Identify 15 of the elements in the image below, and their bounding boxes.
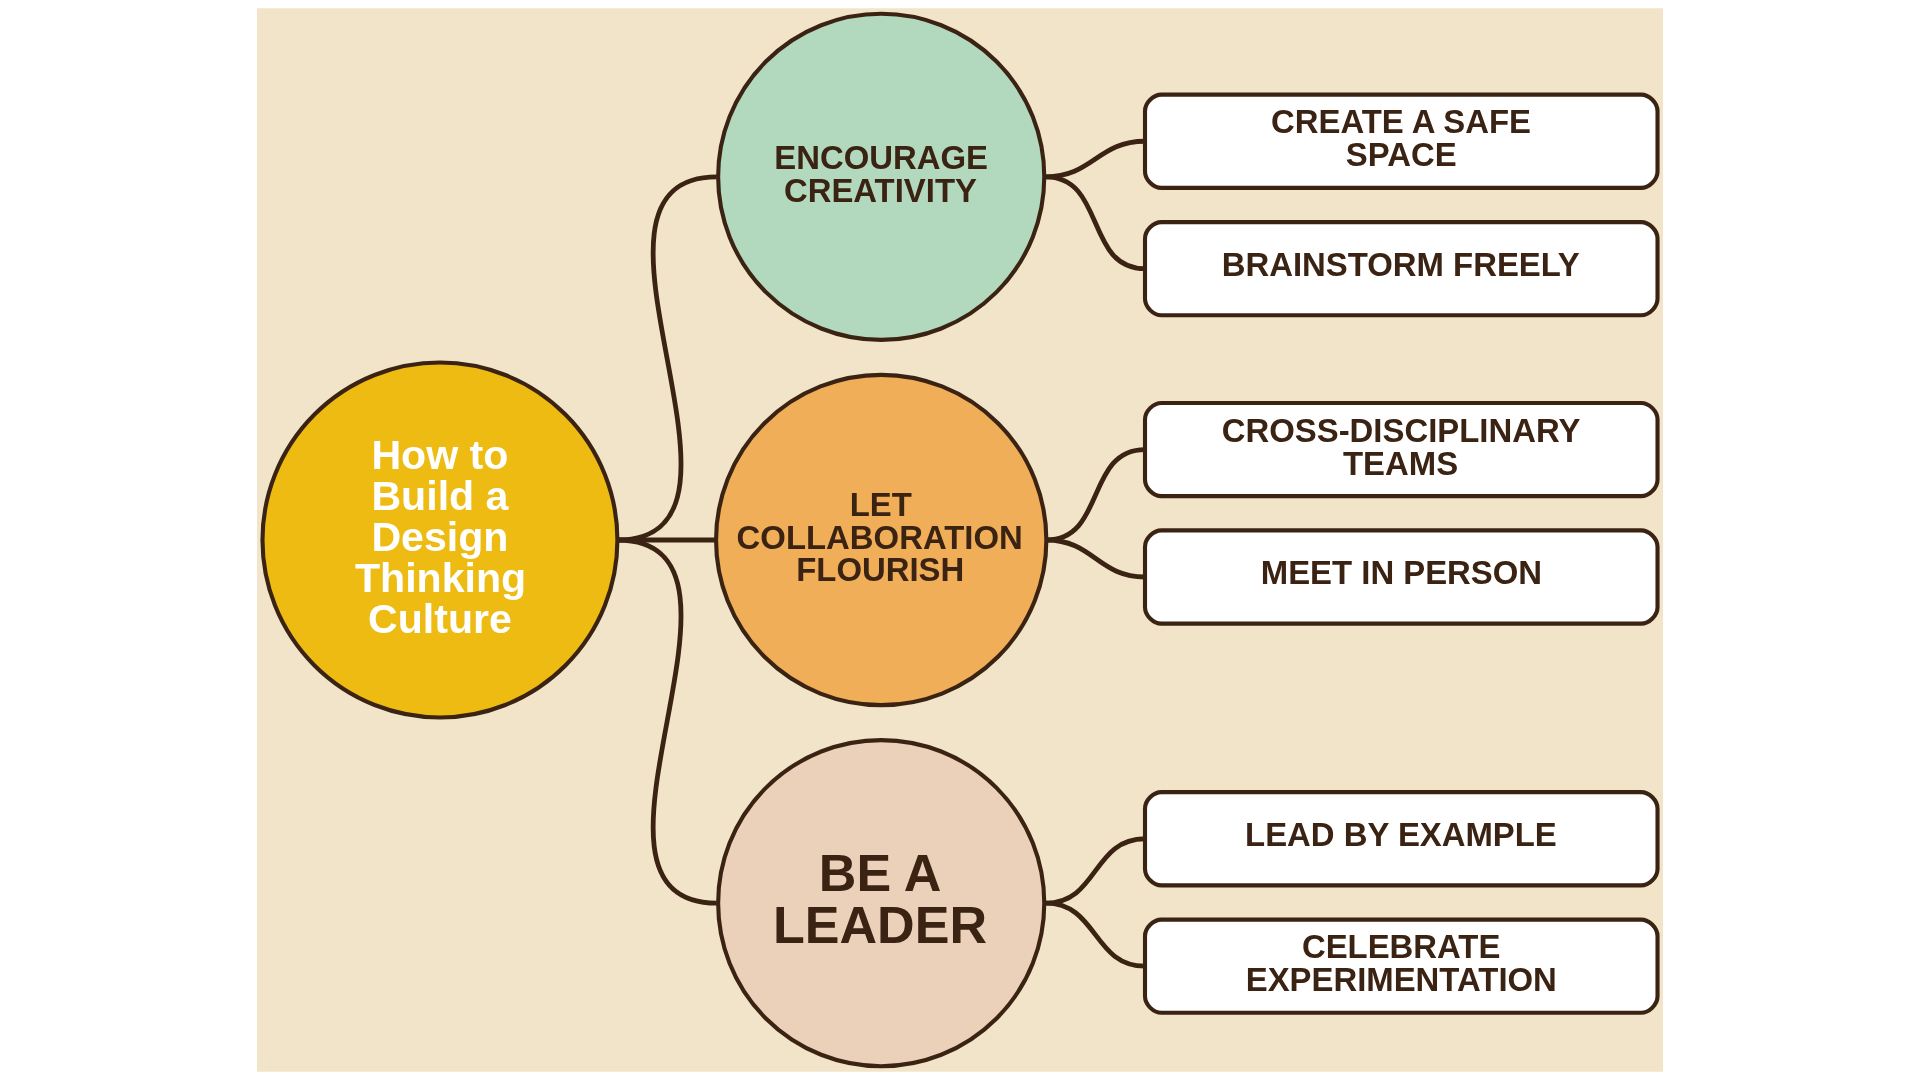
node-box: LEAD BY EXAMPLE bbox=[1142, 790, 1660, 888]
node-box: MEET IN PERSON bbox=[1142, 528, 1660, 626]
node-box: CREATE A SAFE SPACE bbox=[1142, 92, 1660, 190]
node-circle: LET COLLABORATION FLOURISH bbox=[714, 372, 1049, 708]
node-box: BRAINSTORM FREELY bbox=[1142, 220, 1660, 318]
node-box: CROSS-DISCIPLINARY TEAMS bbox=[1142, 400, 1660, 499]
node-box: CELEBRATE EXPERIMENTATION bbox=[1142, 917, 1660, 1015]
connector bbox=[1045, 138, 1146, 180]
connector bbox=[616, 537, 718, 906]
connector bbox=[1045, 900, 1146, 969]
node-circle: ENCOURAGE CREATIVITY bbox=[716, 11, 1047, 342]
connector bbox=[1045, 174, 1146, 272]
connector bbox=[1046, 537, 1146, 580]
node-circle: BE A LEADER bbox=[716, 738, 1047, 1069]
node-circle: How to Build a Design Thinking Culture bbox=[260, 360, 620, 720]
